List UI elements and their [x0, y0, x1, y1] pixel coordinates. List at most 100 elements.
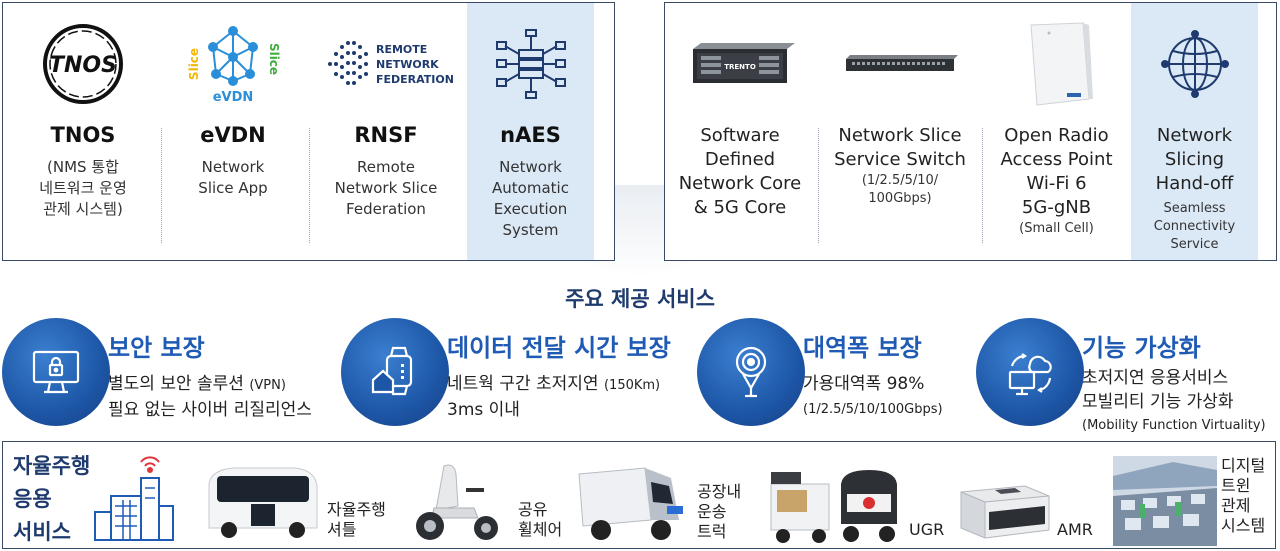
naes-server-icon: [467, 19, 594, 109]
service-security: 보안 보장 별도의 보안 솔루션 (VPN) 필요 없는 사이버 리질리언스: [2, 318, 342, 430]
applications-panel: 자율주행 응용 서비스 자율주행 셔틀: [2, 441, 1276, 549]
rnsf-logo: REMOTE NETWORK FEDERATION: [311, 19, 461, 109]
service-title: 보안 보장: [108, 334, 205, 362]
service-title: 데이터 전달 시간 보장: [447, 334, 671, 362]
smartwatch-home-icon: [371, 346, 413, 396]
title-line: 응용: [13, 487, 52, 511]
software-platform-panel: TNOS TNOS (NMS 통합 네트워크 운영 관제 시스템): [2, 2, 615, 261]
title-line: Open Radio: [1004, 125, 1109, 146]
app-label: 운송: [697, 502, 727, 521]
service-bandwidth: 대역폭 보장 가용대역폭 98% (1/2.5/5/10/100Gbps): [697, 318, 987, 430]
services-title: 주요 제공 서비스: [565, 287, 715, 311]
title-line: Network Core: [678, 173, 802, 194]
desc-line: Network Slice: [334, 179, 438, 197]
desc-text: 가용대역폭 98%: [803, 374, 925, 394]
app-label: 공유: [518, 500, 548, 519]
service-title: 대역폭 보장: [803, 334, 922, 362]
svg-text:NETWORK: NETWORK: [376, 58, 439, 71]
desc-note: (Mobility Function Virtuality): [1082, 418, 1266, 433]
desc-line: Slice App: [198, 179, 268, 197]
desc-note: (VPN): [249, 378, 286, 393]
title-line: & 5G Core: [693, 197, 787, 218]
app-shuttle: 자율주행 셔틀: [203, 442, 403, 548]
desc-line: 관제 시스템): [43, 200, 123, 218]
title-line: Software: [700, 125, 780, 146]
app-label: 휠체어: [518, 520, 563, 539]
sub-line: Seamless: [1163, 201, 1226, 216]
service-title: 기능 가상화: [1082, 334, 1201, 362]
app-label: 관제: [1221, 496, 1251, 515]
app-label: 공장내: [697, 482, 742, 501]
wheelchair-icon: [416, 464, 498, 540]
title-line: 5G-gNB: [1021, 197, 1092, 218]
app-label: AMR: [1057, 520, 1093, 539]
app-label: 시스템: [1221, 516, 1266, 535]
app-label: 셔틀: [327, 520, 357, 539]
desc-line: Network: [201, 158, 265, 176]
app-ugr: UGR: [763, 442, 945, 548]
smart-city-icon: [94, 456, 174, 541]
handoff-column: Network Slicing Hand-off Seamless Connec…: [1131, 3, 1258, 259]
sdn-core-column: TRENTO Software Defined Network Core & 5…: [670, 3, 810, 259]
desc-line: 네트워크 운영: [39, 179, 127, 197]
desc-line: Execution: [493, 200, 568, 218]
title-line: Network Slice: [838, 125, 962, 146]
factory-truck-icon: [578, 467, 683, 540]
app-label: 트럭: [697, 522, 727, 541]
app-label: 디지털: [1221, 456, 1266, 475]
title-line: Service Switch: [834, 149, 966, 170]
app-factory-truck: 공장내 운송 트럭: [575, 442, 755, 548]
naes-column: nAES Network Automatic Execution System: [467, 3, 594, 259]
divider: [818, 128, 819, 243]
globe-network-icon: [1131, 19, 1258, 109]
desc-line: Automatic: [492, 179, 569, 197]
evdn-name: eVDN: [200, 123, 266, 147]
access-point-icon: [984, 19, 1129, 109]
server-rack-icon: TRENTO: [670, 19, 810, 109]
rnsf-name: RNSF: [354, 123, 418, 147]
desc-text: 초저지연 응용서비스: [1082, 368, 1229, 388]
title-line: Network: [1156, 125, 1233, 146]
digital-twin-icon: [1113, 456, 1217, 546]
desc-note: (1/2.5/5/10/100Gbps): [803, 402, 943, 417]
title-line: Wi-Fi 6: [1026, 173, 1087, 194]
divider: [309, 128, 310, 243]
tnos-column: TNOS TNOS (NMS 통합 네트워크 운영 관제 시스템): [13, 3, 153, 259]
title-line: 서비스: [13, 520, 71, 544]
naes-name: nAES: [500, 123, 561, 147]
applications-title: 자율주행 응용 서비스: [13, 450, 91, 548]
divider: [161, 128, 162, 243]
broadcast-antenna-icon: [735, 346, 767, 398]
sub-line: Service: [1170, 237, 1219, 252]
cloud-monitor-icon: [1008, 353, 1052, 396]
desc-line: Remote: [357, 158, 415, 176]
divider: [982, 128, 983, 243]
evdn-logo: Slice Slice eVDN: [163, 19, 303, 109]
app-wheelchair: 공유 휠체어: [408, 442, 568, 548]
svg-text:Slice: Slice: [187, 48, 201, 80]
desc-line: (NMS 통합: [47, 158, 119, 176]
app-label: UGR: [909, 520, 945, 539]
app-amr: AMR: [955, 442, 1105, 548]
desc-line: Federation: [346, 200, 426, 218]
desc-text: 모빌리티 기능 가상화: [1082, 392, 1234, 412]
tnos-logo: TNOS: [13, 19, 153, 109]
svg-text:Slice: Slice: [267, 43, 281, 75]
tnos-name: TNOS: [50, 123, 116, 147]
sub-line: (1/2.5/5/10/: [861, 173, 939, 188]
app-label: 자율주행: [327, 500, 386, 519]
title-line: Slicing: [1164, 149, 1225, 170]
title-line: 자율주행: [13, 454, 91, 478]
svg-text:FEDERATION: FEDERATION: [376, 73, 454, 86]
tnos-logo-text: TNOS: [49, 53, 117, 78]
service-latency: 데이터 전달 시간 보장 네트웍 구간 초저지연 (150Km) 3ms 이내: [341, 318, 691, 430]
network-switch-icon: [820, 19, 980, 109]
svg-text:TRENTO: TRENTO: [724, 63, 756, 71]
svg-text:REMOTE: REMOTE: [376, 43, 427, 56]
svg-text:eVDN: eVDN: [213, 90, 254, 105]
app-label: 트윈: [1221, 476, 1251, 495]
sub-line: Connectivity: [1153, 219, 1236, 234]
desc-line: Network: [499, 158, 562, 176]
title-line: Hand-off: [1155, 173, 1234, 194]
desc-note: (150Km): [603, 378, 661, 393]
